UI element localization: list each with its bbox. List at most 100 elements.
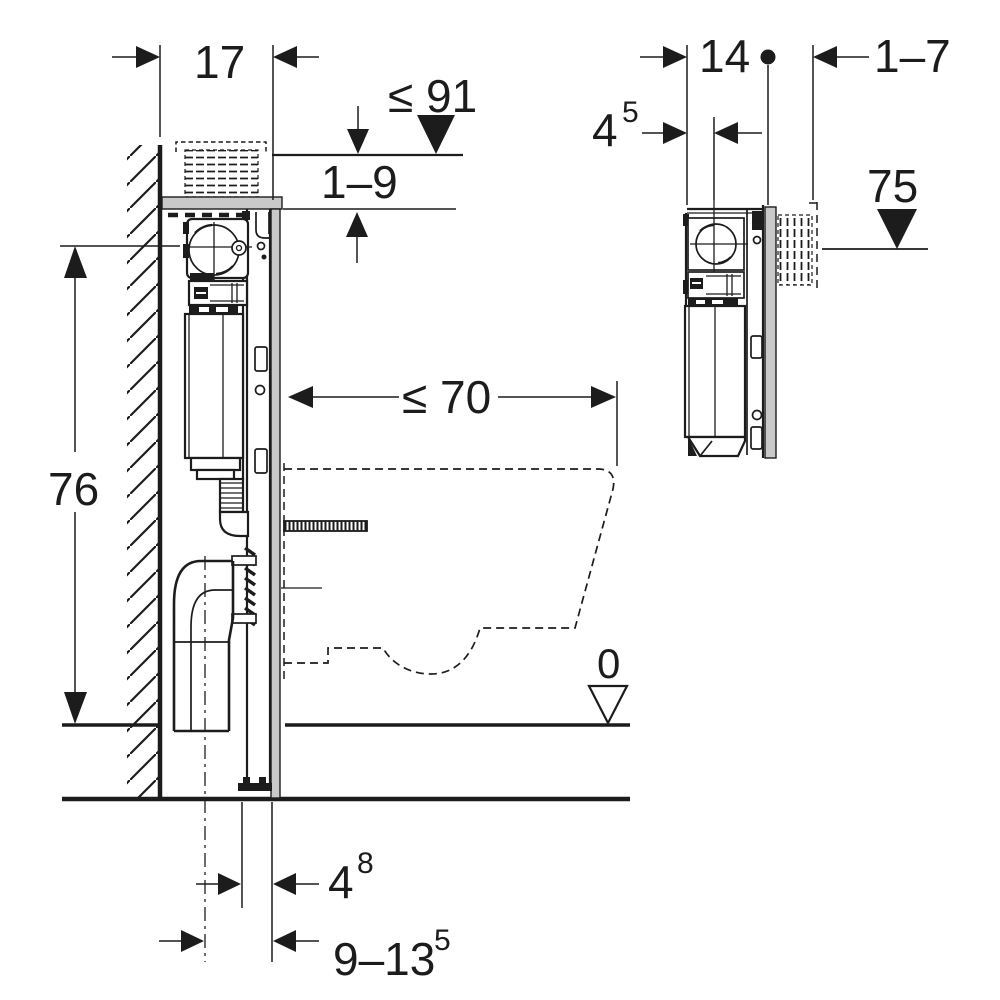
- valve-tab-upper: [183, 222, 189, 234]
- side-view: 14 4 5 1–7 75: [592, 30, 951, 459]
- cistern-bottom-cut: [686, 435, 747, 458]
- arrowhead-down-icon: [64, 692, 87, 724]
- arrowhead-left-icon: [273, 930, 296, 952]
- cistern-assembly: [183, 312, 245, 481]
- dim-48-label: 4: [328, 856, 354, 908]
- cistern-cut-shadow: [688, 437, 697, 456]
- dim-outlet-offset-48: 4 8: [196, 802, 374, 962]
- dim-0-label: 0: [597, 640, 620, 687]
- drain-bend-inner: [190, 589, 233, 731]
- wall-hatch: [127, 145, 160, 798]
- arrowhead-left-icon: [813, 46, 837, 68]
- dim-45-label: 4: [592, 104, 618, 156]
- valve-swirl-arc-2: [717, 256, 732, 265]
- cistern-body: [183, 312, 245, 460]
- dim-48-sup: 8: [357, 847, 374, 880]
- side-fill-valve: [687, 200, 748, 306]
- rail-hole: [254, 384, 266, 396]
- valve-grommet: [231, 240, 247, 256]
- cistern-top-slot-2: [216, 307, 228, 312]
- valve-swirl-arc-1: [699, 223, 715, 232]
- dim-wall-finish-1-7: 1–7: [812, 30, 951, 200]
- arrowhead-right-icon: [663, 46, 687, 68]
- future-wall-dashed-outline: [175, 141, 267, 152]
- side-rail: [746, 205, 765, 458]
- front-clip-upper: [683, 214, 689, 226]
- dim-1-9-label: 1–9: [321, 156, 398, 208]
- flush-bend-elbow: [218, 510, 250, 538]
- dim-actuator-height-75: 75: [822, 160, 928, 250]
- drain-bend: [172, 556, 235, 962]
- foot-screw-2: [259, 777, 266, 783]
- drain-hub-flange-upper: [231, 555, 257, 566]
- front-clip-lower: [683, 280, 689, 294]
- cistern-top-slot-1: [696, 300, 705, 304]
- top-cover-plate: [161, 196, 283, 210]
- arrowhead-left-icon: [288, 386, 313, 408]
- rail-hole-lower: [751, 409, 763, 421]
- bracket-hole: [256, 241, 266, 251]
- dim-9-135-label: 9–13: [333, 933, 435, 985]
- cistern-inner-lines: [688, 306, 716, 437]
- drain-bend-outline: [172, 559, 235, 733]
- arrowhead-right-icon: [218, 873, 241, 895]
- wall-panel-strip: [270, 208, 281, 799]
- cistern-outlet-lower: [195, 468, 236, 481]
- bellows-body: [218, 477, 245, 514]
- wall-panel-strip: [764, 206, 777, 459]
- dim-70-label: ≤ 70: [402, 371, 491, 423]
- bellows-ribs: [221, 482, 242, 509]
- frame-foot: [238, 777, 272, 791]
- cistern-cut-line: [699, 440, 713, 457]
- rail-hole-upper: [752, 235, 762, 245]
- actuator-rod-bracket: [255, 212, 270, 239]
- threaded-rod: [283, 520, 368, 532]
- foot-screw-1: [243, 777, 250, 783]
- flush-bend: [218, 477, 257, 627]
- dim-1-7-label: 1–7: [874, 30, 951, 82]
- dim-bowl-projection-70: ≤ 70: [288, 371, 618, 466]
- dim-top-edge-max-91: ≤ 91: [272, 70, 477, 157]
- dim-adjust-range-1-9: 1–9: [283, 156, 456, 263]
- wall-finish-hatch-block: [777, 214, 813, 286]
- rail-slot-upper: [254, 346, 268, 372]
- dim-floor-datum-0: 0: [587, 640, 629, 726]
- dim-outlet-range-9-135: 9–13 5: [159, 924, 451, 985]
- dim-supply-offset-45: 4 5: [592, 96, 762, 200]
- arrowhead-up-icon: [64, 246, 87, 278]
- future-wall-hatch-block: [184, 149, 259, 198]
- rail-slot-upper: [750, 335, 763, 359]
- cistern-top-band: [189, 305, 238, 314]
- valve-base-band: [190, 273, 214, 281]
- dim-76-label: 76: [48, 463, 99, 515]
- flush-unit-detail-lines: [210, 283, 244, 303]
- frame-top-clip: [242, 211, 250, 220]
- cistern-outlet-upper: [189, 456, 242, 472]
- valve-grommet-center: [235, 244, 243, 252]
- dim-9-135-sup: 5: [434, 924, 451, 957]
- flush-unit-detail-lines: [706, 274, 741, 296]
- valve-tab-lower: [183, 244, 189, 258]
- level-triangle-filled-icon: [417, 115, 455, 154]
- wc-bowl-outline: [284, 468, 615, 675]
- dim-75-label: 75: [867, 160, 918, 212]
- fill-valve-assembly: [183, 217, 252, 314]
- arrowhead-right-icon: [136, 46, 160, 68]
- cistern-top-slot-1: [199, 307, 209, 312]
- dim-17-label: 17: [194, 36, 245, 88]
- level-triangle-filled-icon: [877, 209, 917, 249]
- front-view: 17 ≤ 91 1–9 76 ≤ 70: [48, 36, 630, 985]
- dim-frame-height-76: 76: [48, 245, 180, 724]
- drain-hub-flange-lower: [231, 613, 257, 624]
- arrowhead-left-icon: [714, 122, 738, 144]
- datum-dot-icon: [760, 49, 776, 65]
- dim-14-label: 14: [699, 30, 750, 82]
- arrowhead-up-icon: [346, 212, 368, 237]
- arrowhead-left-icon: [273, 873, 296, 895]
- rail-slot-lower: [750, 426, 763, 450]
- foot-plate: [238, 783, 272, 791]
- arrowhead-right-icon: [591, 386, 616, 408]
- rail-top-block: [752, 211, 763, 230]
